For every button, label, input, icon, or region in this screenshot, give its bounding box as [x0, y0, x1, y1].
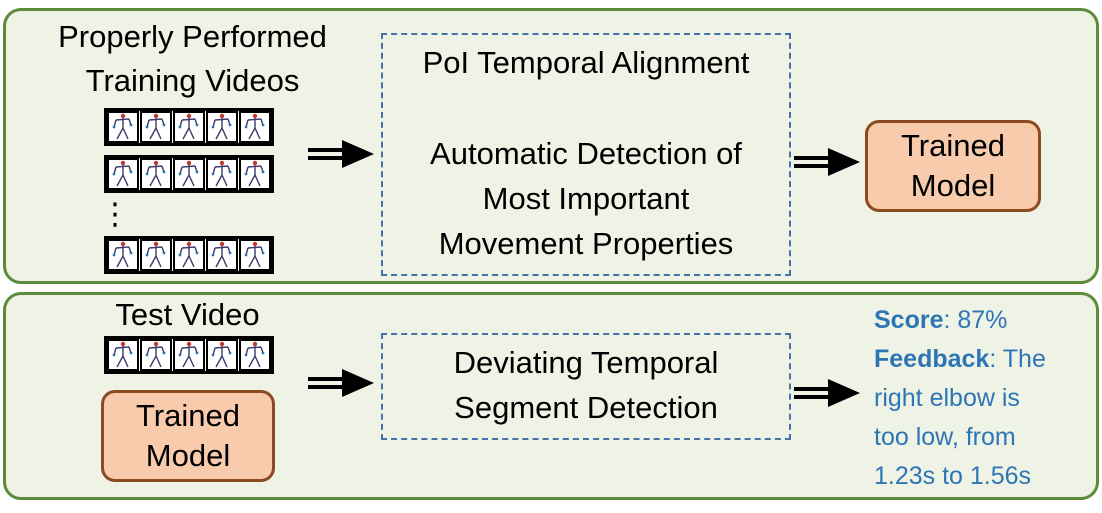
stick-figure-icon [140, 111, 172, 143]
alignment-title: PoI Temporal Alignment [422, 45, 750, 80]
double-arrow-icon [794, 379, 860, 407]
stick-figure-icon [239, 339, 271, 371]
test-video-strip [104, 336, 274, 374]
trained-model-output-box: Trained Model [865, 120, 1041, 212]
score-label: Score [874, 306, 944, 334]
stick-figure-icon [107, 339, 139, 371]
stick-figure-icon [239, 111, 271, 143]
trained-model-label-line1: Trained [136, 398, 240, 433]
stick-figure-icon [206, 239, 238, 271]
stick-figure-icon [206, 158, 238, 190]
detection-line2: Most Important [482, 181, 690, 216]
double-arrow-icon [794, 148, 860, 176]
detection-line1: Automatic Detection of [430, 136, 742, 171]
feedback-line2: right elbow is [874, 384, 1020, 412]
stick-figure-icon [107, 111, 139, 143]
feedback-line1: Feedback: The [874, 340, 1046, 379]
stick-figure-icon [107, 239, 139, 271]
score-line: Score: 87% [874, 301, 1007, 340]
feedback-label: Feedback [874, 345, 990, 373]
segment-line1: Deviating Temporal [453, 345, 719, 380]
stick-figure-icon [140, 339, 172, 371]
feedback-line4: 1.23s to 1.56s [874, 462, 1032, 490]
feedback-line3: too low, from [874, 423, 1016, 451]
stick-figure-icon [239, 158, 271, 190]
stick-figure-icon [173, 111, 205, 143]
segment-detection-box [381, 333, 791, 440]
trained-model-input-box: Trained Model [101, 390, 275, 482]
trained-model-label-line2: Model [910, 168, 996, 203]
stick-figure-icon [173, 239, 205, 271]
double-arrow-icon [308, 369, 374, 397]
training-video-strip-2 [104, 155, 274, 193]
training-heading-line2: Training Videos [85, 63, 300, 98]
detection-line3: Movement Properties [438, 226, 734, 261]
stick-figure-icon [140, 239, 172, 271]
double-arrow-icon [308, 140, 374, 168]
segment-line2: Segment Detection [454, 390, 718, 425]
training-video-strip-1 [104, 108, 274, 146]
stick-figure-icon [206, 111, 238, 143]
feedback-sep: : The [989, 345, 1046, 373]
stick-figure-icon [173, 339, 205, 371]
test-video-heading: Test Video [115, 297, 260, 332]
alignment-detection-box [381, 33, 791, 276]
more-videos-ellipsis: ⋮ [100, 198, 130, 231]
stick-figure-icon [239, 239, 271, 271]
trained-model-label-line2: Model [145, 438, 231, 473]
score-value: : 87% [943, 306, 1008, 334]
stick-figure-icon [206, 339, 238, 371]
stick-figure-icon [140, 158, 172, 190]
stick-figure-icon [107, 158, 139, 190]
training-heading-line1: Properly Performed [58, 19, 327, 54]
trained-model-label-line1: Trained [901, 128, 1005, 163]
stick-figure-icon [173, 158, 205, 190]
training-video-strip-3 [104, 236, 274, 274]
